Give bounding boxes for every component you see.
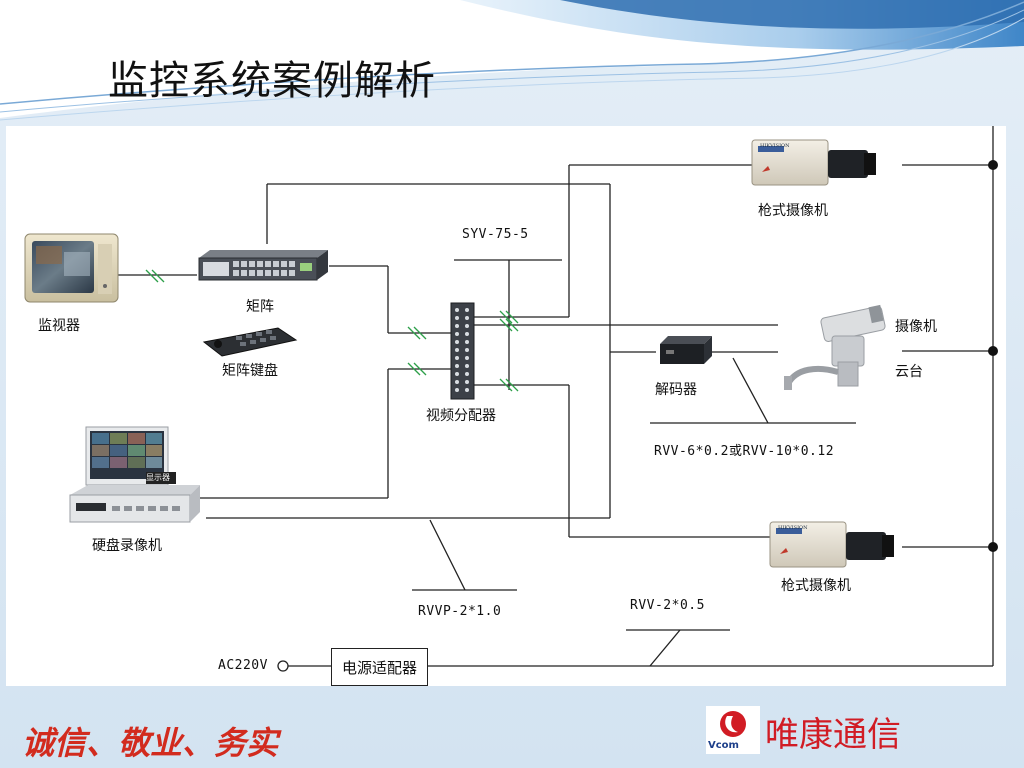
- ac-terminal: [277, 660, 289, 672]
- cable-syv-label: SYV-75-5: [462, 227, 529, 242]
- slide-title: 监控系统案例解析: [108, 58, 436, 104]
- brand-name: 唯康通信: [765, 715, 901, 755]
- ptz-camera-label: 摄像机: [895, 319, 937, 335]
- decoder-device: [660, 336, 712, 364]
- dvr-screen-label: 显示器: [146, 473, 170, 482]
- matrix-keyboard-device: [202, 327, 298, 357]
- cable-markers: [145, 269, 519, 392]
- monitor-label: 监视器: [38, 318, 80, 334]
- cable-rvv-power-label: RVV-2*0.5: [630, 598, 705, 613]
- camera-top-label: 枪式摄像机: [758, 203, 828, 219]
- dvr-device: [69, 426, 200, 523]
- company-slogan: 诚信、敬业、务实: [22, 724, 279, 762]
- ptz-head-label: 云台: [895, 364, 923, 380]
- ptz-camera-device: [784, 304, 886, 390]
- camera-top-device: [751, 139, 876, 186]
- matrix-device: [198, 250, 328, 281]
- bus-junctions: [988, 160, 998, 552]
- dvr-label: 硬盘录像机: [92, 538, 162, 554]
- header-wave-decoration: [0, 0, 1024, 121]
- camera-brand-bottom: HIKVISION: [778, 525, 808, 531]
- monitor-device: [24, 233, 119, 303]
- vcom-logo-mark: [706, 706, 760, 754]
- brand-logo-text: Vcom: [708, 740, 739, 751]
- matrix-label: 矩阵: [246, 299, 274, 315]
- decoder-label: 解码器: [655, 382, 697, 398]
- ac-input-label: AC220V: [218, 658, 268, 673]
- matrix-keyboard-label: 矩阵键盘: [222, 363, 278, 379]
- cable-rvvp-label: RVVP-2*1.0: [418, 604, 502, 619]
- camera-bottom-label: 枪式摄像机: [781, 578, 851, 594]
- power-adapter-box: 电源适配器: [331, 648, 428, 686]
- video-distributor-device: [450, 302, 475, 400]
- camera-brand-top: HIKVISION: [760, 143, 790, 149]
- content-panel: [6, 126, 1006, 686]
- cable-rvv-control-label: RVV-6*0.2或RVV-10*0.12: [654, 444, 835, 459]
- camera-bottom-device: [769, 521, 894, 568]
- wiring: [118, 126, 994, 667]
- video-distributor-label: 视频分配器: [426, 408, 496, 424]
